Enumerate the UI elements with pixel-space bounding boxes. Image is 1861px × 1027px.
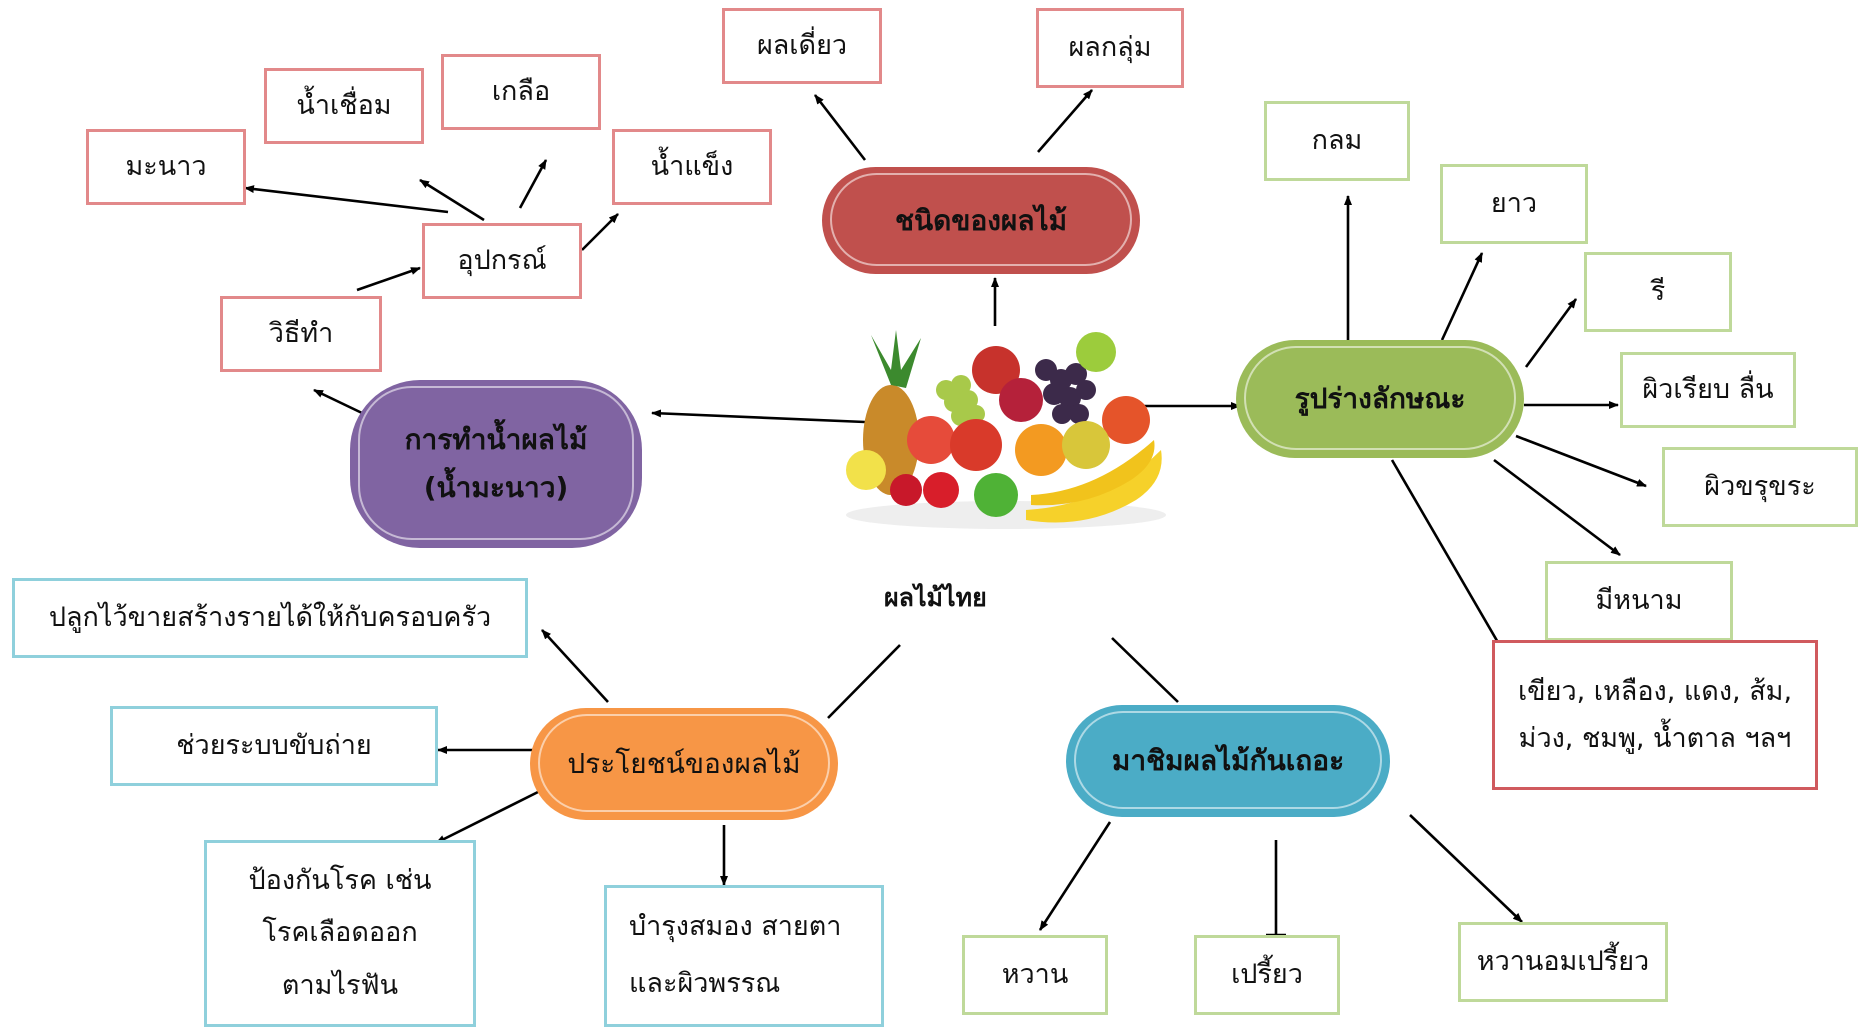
leaf-smooth: ผิวเรียบ ลื่น: [1620, 352, 1796, 428]
leaf-round: กลม: [1264, 101, 1410, 181]
arrow-equipment-to-syrup: [419, 178, 485, 222]
leaf-salt: เกลือ: [441, 54, 601, 130]
line-center-to-taste: [1111, 637, 1179, 703]
leaf-method: วิธีทำ: [220, 296, 382, 372]
leaf-colors: เขียว, เหลือง, แดง, ส้ม, ม่วง, ชมพู, น้ำ…: [1492, 640, 1818, 790]
leaf-lime: มะนาว: [86, 129, 246, 205]
leaf-disease-line-1: ป้องกันโรค เช่น: [248, 864, 432, 896]
leaf-income: ปลูกไว้ขายสร้างรายได้ให้กับครอบครัว: [12, 578, 528, 658]
arrow-shape-to-oval: [1524, 298, 1578, 368]
leaf-disease-line-3: ตามไรฟัน: [281, 969, 399, 1001]
arrow-benefits-to-prevent: [435, 788, 543, 845]
center-label: ผลไม้ไทย: [884, 583, 987, 612]
arrow-shape-to-thorny: [1493, 458, 1621, 557]
arrow-shape-to-rough: [1515, 434, 1647, 488]
arrow-shape-to-colors: [1390, 459, 1516, 671]
leaf-long: ยาว: [1440, 164, 1588, 244]
leaf-colors-line-1: เขียว, เหลือง, แดง, ส้ม,: [1517, 675, 1793, 707]
leaf-rough: ผิวขรุขระ: [1662, 447, 1858, 527]
arrow-types-to-single: [813, 94, 867, 161]
leaf-oval: รี: [1584, 252, 1732, 332]
leaf-nourish: บำรุงสมอง สายตา และผิวพรรณ: [604, 885, 884, 1027]
leaf-nourish-line-2: และผิวพรรณ: [629, 968, 781, 999]
leaf-cluster-fruit: ผลกลุ่ม: [1036, 8, 1184, 88]
arrow-equipment-to-lime: [244, 185, 449, 214]
hub-benefits-label: ประโยชน์ของผลไม้: [567, 747, 801, 781]
hub-juice: การทำน้ำผลไม้ (น้ำมะนาว): [350, 380, 642, 548]
arrow-shape-to-long: [1440, 252, 1484, 341]
arrow-equipment-to-salt: [518, 159, 548, 209]
leaf-disease-line-2: โรคเลือดออก: [262, 917, 418, 949]
arrow-taste-to-sweet-sour: [1409, 814, 1523, 923]
hub-benefits: ประโยชน์ของผลไม้: [530, 708, 838, 820]
hub-juice-label-1: การทำน้ำผลไม้: [404, 423, 588, 457]
leaf-thorny: มีหนาม: [1545, 561, 1733, 641]
hub-juice-label-2: (น้ำมะนาว): [423, 471, 569, 504]
hub-shape: รูปร่างลักษณะ: [1236, 340, 1524, 458]
hub-taste-label: มาชิมผลไม้กันเถอะ: [1111, 744, 1345, 778]
arrow-center-to-juice: [651, 409, 866, 424]
leaf-ice: น้ำแข็ง: [612, 129, 772, 205]
leaf-single-fruit: ผลเดี่ยว: [722, 8, 882, 84]
line-center-to-benefits: [827, 644, 901, 719]
leaf-nourish-line-1: บำรุงสมอง สายตา: [629, 911, 842, 943]
arrow-method-to-equipment: [356, 266, 421, 292]
arrow-taste-to-sweet: [1038, 821, 1112, 931]
leaf-disease-prevention: ป้องกันโรค เช่น โรคเลือดออก ตามไรฟัน: [204, 840, 476, 1027]
hub-shape-label: รูปร่างลักษณะ: [1294, 382, 1466, 416]
hub-fruit-types-label: ชนิดของผลไม้: [894, 203, 1068, 237]
leaf-excretion: ช่วยระบบขับถ่าย: [110, 706, 438, 786]
leaf-sweet: หวาน: [962, 935, 1108, 1015]
hub-taste: มาชิมผลไม้กันเถอะ: [1066, 705, 1390, 817]
leaf-sweet-sour: หวานอมเปรี้ยว: [1458, 922, 1668, 1002]
arrow-juice-to-method: [313, 388, 363, 415]
fruit-basket-image: [846, 330, 1166, 529]
leaf-colors-line-2: ม่วง, ชมพู, น้ำตาล ฯลฯ: [1518, 723, 1792, 754]
leaf-syrup: น้ำเชื่อม: [264, 68, 424, 144]
arrow-benefits-to-income: [541, 629, 609, 703]
arrow-equipment-to-ice: [581, 213, 619, 251]
leaf-sour: เปรี้ยว: [1194, 935, 1340, 1015]
leaf-equipment: อุปกรณ์: [422, 223, 582, 299]
hub-fruit-types: ชนิดของผลไม้: [822, 167, 1140, 274]
arrow-types-to-cluster: [1037, 89, 1093, 153]
